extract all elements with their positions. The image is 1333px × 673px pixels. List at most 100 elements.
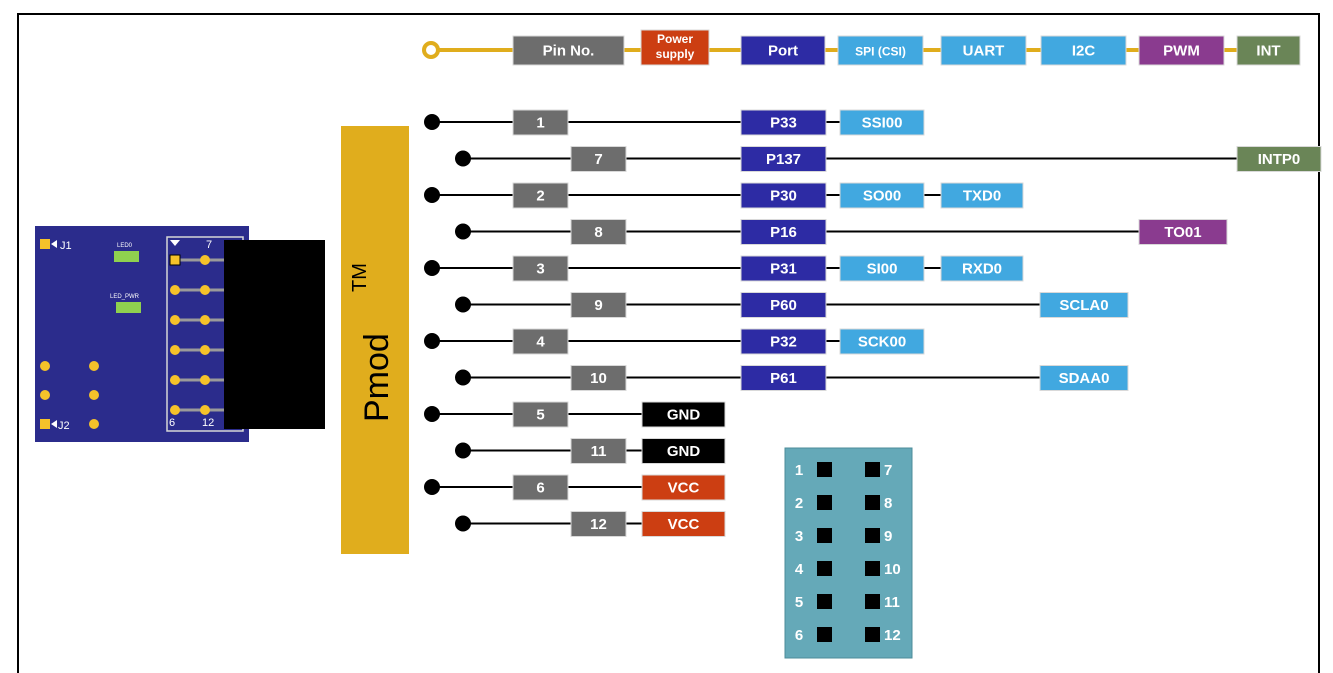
pinout-left-number: 3	[795, 528, 803, 545]
pinout-left-number: 6	[795, 627, 803, 644]
mount-hole	[89, 390, 99, 400]
pin-number-label: 8	[594, 224, 602, 241]
j2-pad	[40, 419, 50, 429]
j1-label: J1	[60, 240, 72, 252]
pmod-connector: Pmod TM	[341, 126, 409, 554]
pin-number-box	[570, 219, 627, 245]
func-i2c-label: SCLA0	[1059, 297, 1108, 314]
board-pin-pad	[170, 405, 180, 415]
port-box	[740, 146, 827, 172]
pinout-right-number: 9	[884, 528, 892, 545]
mount-hole	[40, 361, 50, 371]
legend-uart-label: UART	[963, 43, 1005, 60]
pin-dot	[424, 333, 440, 349]
pin-number-label: 7	[594, 151, 602, 168]
pinout-pad	[865, 594, 880, 609]
pin-dot	[424, 260, 440, 276]
power-vcc-label: VCC	[668, 516, 700, 533]
legend-pwm-box	[1138, 35, 1225, 66]
pinout-right-number: 12	[884, 627, 901, 644]
pin-number-label: 11	[591, 443, 607, 460]
pinout-pad	[817, 462, 832, 477]
board-pin12-label: 12	[202, 417, 214, 429]
func-spi-label: SSI00	[862, 115, 903, 132]
pin-row: 9 P60 SCLA0	[455, 292, 1129, 318]
board-pin-pad	[170, 375, 180, 385]
legend-spi-box	[837, 35, 924, 66]
pin-row: 4 P32 SCK00	[424, 328, 925, 355]
pin-dot	[455, 369, 471, 386]
port-label: P32	[770, 334, 797, 351]
legend-spi-label: SPI (CSI)	[855, 45, 906, 59]
port-box	[740, 109, 827, 136]
port-label: P16	[770, 224, 797, 241]
pinout-pad	[817, 561, 832, 576]
led0	[114, 251, 139, 262]
j1-arrow-icon	[51, 240, 57, 248]
legend-power-line2: supply	[656, 47, 695, 61]
legend-int-box	[1236, 35, 1301, 66]
pin-row: 5 GND	[424, 401, 726, 428]
pin-number-box	[512, 109, 569, 136]
j2-arrow-icon	[51, 420, 57, 428]
pin-number-label: 5	[536, 407, 544, 424]
board-pin-pad	[200, 255, 210, 265]
legend-uart-box	[940, 35, 1027, 66]
board-pin7-label: 7	[206, 239, 212, 251]
func-spi-label: SI00	[867, 261, 898, 278]
func-int-label: INTP0	[1258, 151, 1301, 168]
power-gnd-label: GND	[667, 407, 701, 424]
pmod-bar	[341, 126, 409, 554]
pmod-plug	[224, 240, 325, 429]
pin-number-box	[512, 255, 569, 282]
port-label: P30	[770, 188, 797, 205]
led-pwr-label: LED_PWR	[110, 294, 140, 300]
func-spi-box	[839, 182, 925, 209]
legend-pin-box	[512, 35, 625, 66]
func-uart-label: RXD0	[962, 261, 1002, 278]
mount-hole	[40, 390, 50, 400]
func-int-box	[1236, 146, 1322, 172]
pin-number-label: 9	[594, 297, 602, 314]
board-pin-pad	[200, 345, 210, 355]
func-spi-box	[839, 109, 925, 136]
board-pcb	[35, 226, 249, 442]
func-spi-label: SCK00	[858, 334, 906, 351]
port-box	[740, 328, 827, 355]
port-box	[740, 292, 827, 318]
board-pin-pad	[200, 285, 210, 295]
diagram-frame	[17, 13, 1320, 673]
pin1-marker-icon	[170, 240, 180, 246]
legend-pwm-label: PWM	[1163, 43, 1200, 60]
pinout-left-number: 5	[795, 594, 803, 611]
power-gnd-box	[641, 438, 726, 464]
port-label: P60	[770, 297, 797, 314]
pinout-pad	[865, 627, 880, 642]
pmod-tm-label: TM	[349, 263, 371, 292]
pinout-pad	[865, 462, 880, 477]
pin-number-box	[570, 511, 627, 537]
legend-pin-label: Pin No.	[543, 43, 595, 60]
func-i2c-label: SDAA0	[1059, 370, 1110, 387]
pin-number-label: 2	[536, 188, 544, 205]
func-spi-box	[839, 328, 925, 355]
port-label: P61	[770, 370, 797, 387]
pin-number-box	[512, 182, 569, 209]
pin-dot	[455, 442, 471, 459]
pinout-pad	[817, 627, 832, 642]
legend-i2c-label: I2C	[1072, 43, 1096, 60]
pin-number-box	[570, 365, 627, 391]
board-pin-pad	[170, 285, 180, 295]
board-pin-pad	[200, 405, 210, 415]
pin-number-label: 4	[536, 334, 545, 351]
port-box	[740, 182, 827, 209]
pinout-pad	[817, 495, 832, 510]
pin-dot	[455, 296, 471, 313]
pin-number-box	[570, 292, 627, 318]
